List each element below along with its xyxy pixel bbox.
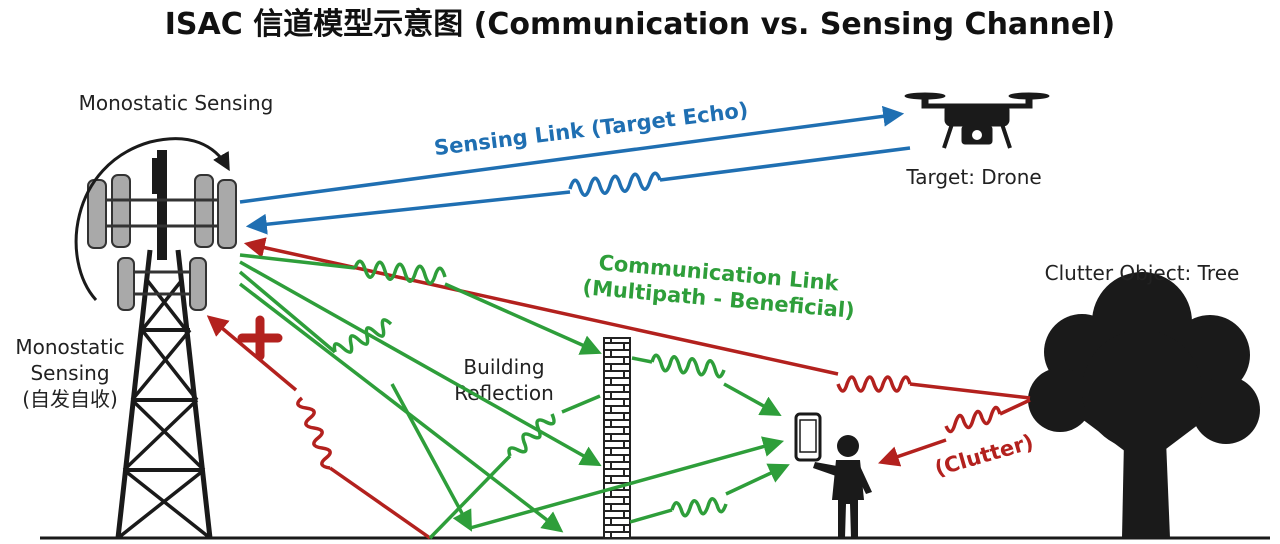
drone-icon xyxy=(904,92,1050,149)
sensing-tx-arrow xyxy=(239,105,905,204)
comm-building-arrow xyxy=(444,282,602,355)
building-reflection-label-1: Building xyxy=(463,355,544,379)
comm-bounce-line xyxy=(428,454,512,540)
clutter-return-wave xyxy=(836,375,912,393)
comm-bounce-wave xyxy=(507,413,556,457)
comm-building-wave xyxy=(353,259,447,285)
sensing-echo-arrow xyxy=(245,190,571,235)
comm-bounce-line-2 xyxy=(561,394,601,414)
clutter-return-line xyxy=(909,382,1031,400)
smartphone-icon xyxy=(794,412,822,462)
monostatic-sensing-top-label: Monostatic Sensing xyxy=(79,91,274,115)
comm-direct-arrow xyxy=(390,383,473,532)
target-drone-label: Target: Drone xyxy=(905,165,1041,189)
diagram-title: ISAC 信道模型示意图 (Communication vs. Sensing … xyxy=(165,7,1115,42)
person-icon xyxy=(813,435,872,538)
ground-clutter-arrow xyxy=(206,315,298,392)
monostatic-sensing-left-label-1: Monostatic xyxy=(15,335,124,359)
comm-building-line xyxy=(239,253,356,270)
clutter-object-tree-label: Clutter Object: Tree xyxy=(1045,261,1240,285)
ground-clutter-line xyxy=(328,466,432,540)
sensing-link xyxy=(239,105,911,235)
comm-direct-wave xyxy=(332,318,393,354)
clutter-label: (Clutter) xyxy=(932,430,1036,481)
comm-lower-wave xyxy=(670,497,728,518)
comm-lower-arrow xyxy=(469,436,785,530)
comm-direct-line xyxy=(238,270,337,354)
sensing-echo-line xyxy=(659,146,911,182)
comm-lower-line xyxy=(629,508,673,524)
blocked-cross-icon xyxy=(237,315,283,361)
brick-wall-icon xyxy=(603,337,631,539)
clutter-user-line xyxy=(999,398,1031,416)
monostatic-sensing-left-label-3: (自发自收) xyxy=(22,387,118,411)
clutter-user-arrow xyxy=(878,438,947,467)
monostatic-sensing-left-label-2: Sensing xyxy=(30,361,109,385)
ground-clutter-wave xyxy=(296,396,332,470)
communication-paths xyxy=(238,253,790,540)
clutter-user-wave xyxy=(944,405,1002,434)
comm-ground-arrow-2 xyxy=(238,282,564,533)
rotation-arrow-icon xyxy=(74,137,230,302)
comm-reflect-arrow xyxy=(723,382,782,417)
cell-tower-icon xyxy=(87,150,237,540)
sensing-link-label: Sensing Link (Target Echo) xyxy=(433,98,750,160)
tree-icon xyxy=(1028,272,1260,538)
comm-lower-arrow-2 xyxy=(725,463,790,496)
comm-reflect-line xyxy=(631,356,653,364)
comm-reflect-wave xyxy=(650,353,726,379)
sensing-echo-wave xyxy=(568,171,662,197)
